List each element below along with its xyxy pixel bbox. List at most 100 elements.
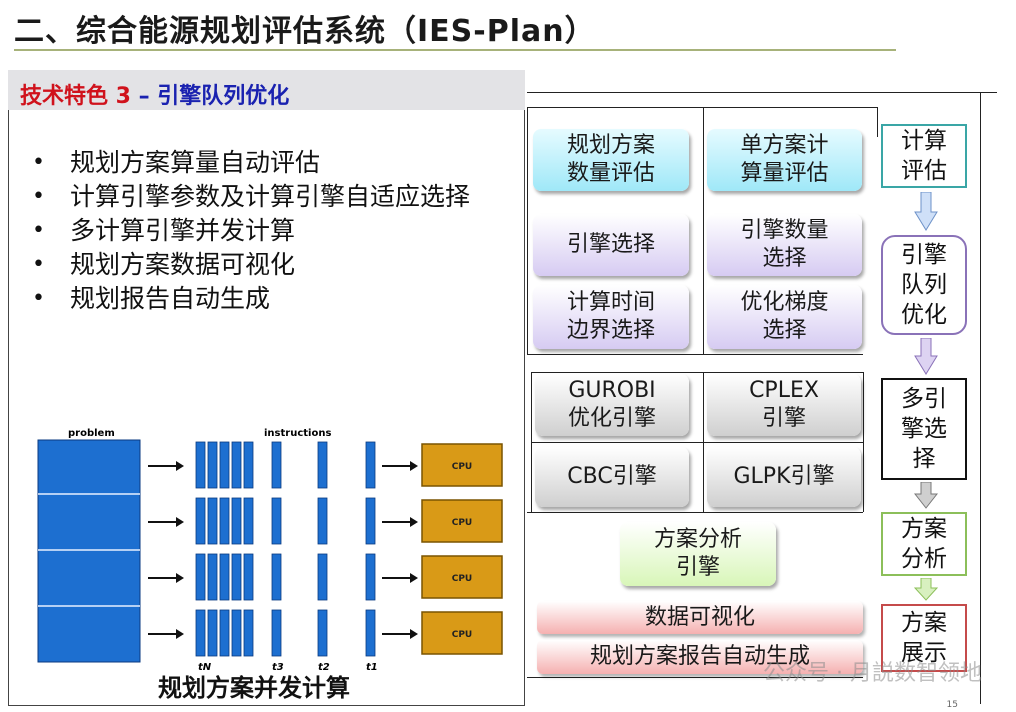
single-scheme-eval-box: 单方案计 算量评估 [707, 129, 862, 191]
instruction-bar [231, 497, 242, 545]
instruction-bar [207, 441, 218, 489]
arrow-right-icon [176, 461, 184, 471]
arrow-down-icon [914, 578, 938, 601]
instruction-bar [219, 441, 230, 489]
instruction-bar [195, 497, 206, 545]
instruction-bar [271, 553, 282, 601]
instruction-bar [317, 441, 328, 489]
instruction-bar [231, 441, 242, 489]
instruction-bar [271, 441, 282, 489]
step-compute-eval: 计算 评估 [881, 124, 967, 188]
instruction-bar [219, 553, 230, 601]
gurobi-engine-box: GUROBI 优化引擎 [535, 374, 689, 436]
frame-right-line [980, 92, 981, 704]
time-label-t1: t1 [366, 662, 378, 670]
diagram-caption: 规划方案并发计算 [158, 674, 350, 702]
title-divider [14, 49, 896, 51]
time-label-t2: t2 [318, 662, 330, 670]
step-scheme-analysis: 方案 分析 [881, 512, 967, 576]
time-boundary-box: 计算时间 边界选择 [533, 285, 689, 349]
gradient-select-box: 优化梯度 选择 [707, 285, 862, 349]
arrow-right-icon [410, 461, 418, 471]
cpu-label: CPU [452, 462, 473, 472]
time-label-t3: t3 [272, 662, 284, 670]
feature-banner [8, 70, 525, 110]
instruction-bar [195, 441, 206, 489]
scheme-count-eval-box: 规划方案 数量评估 [533, 129, 689, 191]
instruction-bar [243, 609, 254, 657]
cbc-engine-box: CBC引擎 [535, 447, 689, 507]
engine-mid-hline [531, 442, 863, 443]
frame-left-line [527, 107, 528, 355]
instruction-bar [317, 609, 328, 657]
instruction-bar [271, 497, 282, 545]
feature-banner-title: 技术特色 3 – 引擎队列优化 [20, 78, 289, 110]
step-multi-engine: 多引 擎选 择 [881, 378, 967, 480]
instruction-bar [207, 497, 218, 545]
banner-prefix: 技术特色 3 [20, 84, 139, 109]
frame-right-stub [877, 107, 878, 137]
instruction-bar [207, 609, 218, 657]
feature-item: 计算引擎参数及计算引擎自适应选择 [32, 180, 502, 214]
arrow-right-icon [176, 629, 184, 639]
arrow-right-icon [176, 517, 184, 527]
instruction-bar [365, 609, 376, 657]
problem-block [37, 439, 141, 663]
step-scheme-display: 方案 展示 [881, 604, 967, 672]
frame-top-line [527, 92, 997, 93]
cpu-block [421, 555, 503, 599]
left-panel [8, 110, 525, 706]
engine-select-box: 引擎选择 [533, 214, 689, 276]
instruction-bar [195, 609, 206, 657]
page-title: 二、综合能源规划评估系统（IES-Plan） [14, 14, 596, 49]
frame-bottom-line [527, 354, 863, 355]
arrow-right-icon [410, 573, 418, 583]
cpu-label: CPU [452, 518, 473, 528]
instruction-bar [271, 609, 282, 657]
engine-right-line [863, 372, 864, 512]
cpu-block [421, 443, 503, 487]
time-label-tn: tN [198, 662, 212, 670]
instruction-bar [219, 609, 230, 657]
instruction-bar [365, 553, 376, 601]
instruction-bar [317, 497, 328, 545]
arrow-right-icon [410, 629, 418, 639]
flow-panel [527, 92, 1000, 704]
arrow-down-icon [914, 192, 938, 231]
feature-item: 多计算引擎并发计算 [32, 214, 502, 248]
instruction-bar [365, 497, 376, 545]
feature-list: 规划方案算量自动评估 计算引擎参数及计算引擎自适应选择 多计算引擎并发计算 规划… [32, 146, 502, 316]
engine-bottom-line [527, 512, 863, 513]
page-number: 15 [946, 700, 958, 710]
feature-item: 规划方案算量自动评估 [32, 146, 502, 180]
engine-count-box: 引擎数量 选择 [707, 214, 862, 276]
cpu-block [421, 499, 503, 543]
instructions-label: instructions [264, 428, 331, 439]
arrow-right-icon [176, 573, 184, 583]
arrow-right-icon [410, 517, 418, 527]
feature-item: 规划报告自动生成 [32, 282, 502, 316]
glpk-engine-box: GLPK引擎 [707, 447, 861, 507]
data-visualization-box: 数据可视化 [537, 601, 863, 634]
cpu-block [421, 611, 503, 655]
instruction-bar [243, 553, 254, 601]
frame-inner-line [527, 107, 877, 108]
cplex-engine-box: CPLEX 引擎 [707, 374, 861, 436]
feature-item: 规划方案数据可视化 [32, 248, 502, 282]
engine-top-line [531, 372, 863, 373]
banner-highlight: – 引擎队列优化 [138, 84, 290, 109]
instruction-bar [231, 609, 242, 657]
problem-label: problem [68, 428, 115, 439]
instruction-bar [195, 553, 206, 601]
output-bottom-line [527, 677, 863, 678]
instruction-bar [219, 497, 230, 545]
arrow-down-icon [914, 482, 938, 509]
instruction-bar [243, 441, 254, 489]
instruction-bar [207, 553, 218, 601]
watermark: 公众号 · 月説数智领地 [763, 661, 982, 686]
step-queue-optimize: 引擎 队列 优化 [881, 235, 967, 335]
instruction-bar [317, 553, 328, 601]
instruction-bar [231, 553, 242, 601]
